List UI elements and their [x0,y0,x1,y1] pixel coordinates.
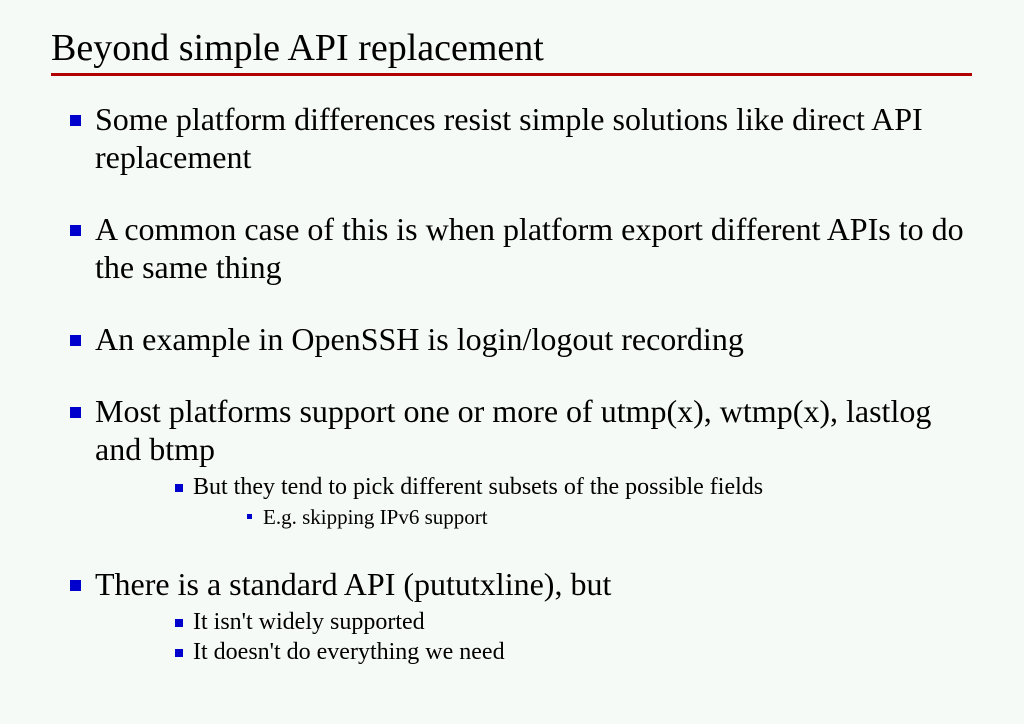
bullet-text: An example in OpenSSH is login/logout re… [95,321,744,357]
square-bullet-icon [70,225,81,236]
bullet-text: It doesn't do everything we need [193,639,505,665]
bullet-list-level-1: Some platform differences resist simple … [51,100,981,667]
bullet-text: But they tend to pick different subsets … [193,474,764,500]
square-bullet-icon [70,580,81,591]
list-item: It doesn't do everything we need [167,637,981,667]
square-bullet-icon [175,619,183,627]
square-bullet-icon [70,335,81,346]
square-bullet-icon [175,484,183,492]
slide-title-block: Beyond simple API replacement [51,26,972,76]
bullet-text: A common case of this is when platform e… [95,211,964,285]
square-bullet-icon [175,649,183,657]
bullet-text: Most platforms support one or more of ut… [95,393,932,467]
slide-body: Some platform differences resist simple … [51,100,981,667]
page-title: Beyond simple API replacement [51,27,544,69]
square-bullet-icon [70,407,81,418]
bullet-list-level-3: E.g. skipping IPv6 support [241,503,981,531]
list-item: A common case of this is when platform e… [51,210,981,286]
list-item: An example in OpenSSH is login/logout re… [51,320,981,358]
bullet-text: E.g. skipping IPv6 support [263,505,488,529]
list-item: It isn't widely supported [167,607,981,637]
bullet-list-level-2: It isn't widely supported It doesn't do … [167,607,981,667]
square-bullet-icon [70,115,81,126]
list-item: Some platform differences resist simple … [51,100,981,176]
list-item: But they tend to pick different subsets … [167,472,981,531]
list-item: E.g. skipping IPv6 support [241,503,981,531]
bullet-text: Some platform differences resist simple … [95,101,923,175]
bullet-text: It isn't widely supported [193,609,425,635]
bullet-text: There is a standard API (pututxline), bu… [95,566,612,602]
square-bullet-icon [247,514,252,519]
list-item: Most platforms support one or more of ut… [51,392,981,531]
bullet-list-level-2: But they tend to pick different subsets … [167,472,981,531]
title-underline-rule [51,73,972,76]
list-item: There is a standard API (pututxline), bu… [51,565,981,667]
